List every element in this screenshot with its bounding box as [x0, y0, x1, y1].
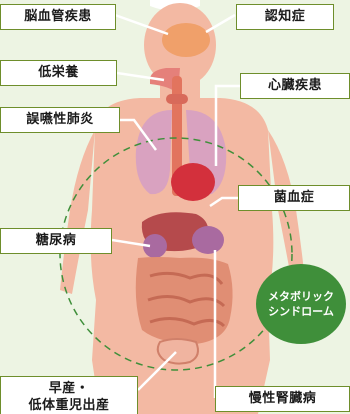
label-heart-disease: 心臓疾患 — [240, 73, 350, 99]
label-diabetes: 糖尿病 — [0, 228, 112, 254]
label-aspiration-pneumonia: 誤嚥性肺炎 — [0, 107, 120, 133]
leader-lines — [111, 13, 240, 398]
body-silhouette — [60, 3, 306, 414]
stomach — [192, 226, 224, 254]
label-bacteremia: 菌血症 — [238, 185, 350, 211]
uterus — [156, 338, 199, 365]
throat — [166, 94, 188, 104]
metabolic-syndrome-badge: メタボリック シンドローム — [256, 264, 346, 344]
lung-left — [135, 110, 172, 195]
metabolic-syndrome-circle — [59, 137, 293, 371]
label-undernutrition: 低栄養 — [0, 60, 117, 86]
label-cerebrovascular-disease: 脳血管疾患 — [0, 4, 116, 30]
kidney — [143, 234, 167, 258]
label-preterm-line1: 早産・ — [48, 381, 90, 396]
label-preterm-line2: 低体重児出産 — [28, 398, 110, 413]
label-chronic-kidney-disease: 慢性腎臓病 — [215, 386, 350, 412]
label-dementia: 認知症 — [236, 4, 334, 30]
esophagus — [172, 76, 182, 196]
label-preterm-low-birth-weight: 早産・ 低体重児出産 — [0, 376, 138, 414]
badge-line2: シンドローム — [268, 305, 334, 318]
brain — [162, 23, 210, 57]
heart — [171, 163, 215, 201]
badge-line1: メタボリック — [268, 290, 334, 303]
